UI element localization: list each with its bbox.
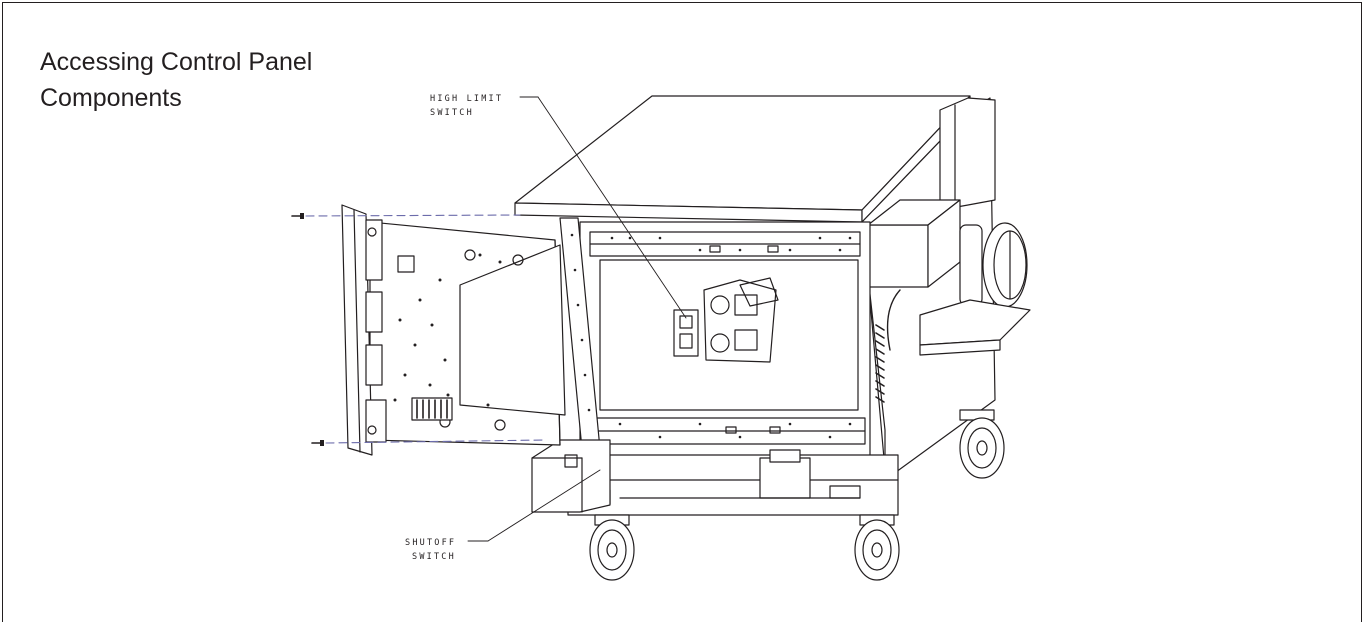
- shutoff-switch: [531, 439, 611, 513]
- caster-front-left: [589, 514, 635, 581]
- caster-front-right: [854, 514, 900, 581]
- alignment-lines: [305, 214, 546, 444]
- control-panel-face: [341, 204, 387, 456]
- switch-bracket: [703, 277, 779, 363]
- caster-rear-right: [959, 409, 1005, 479]
- callout-leaders: [467, 96, 687, 542]
- high-limit-switch: [673, 309, 699, 357]
- figure-title-line-2: Components: [40, 84, 182, 112]
- screw-bottom: [311, 440, 324, 446]
- callout-shutoff-line-1: SHUTOFF: [405, 538, 456, 548]
- callout-shutoff-line-2: SWITCH: [412, 552, 456, 562]
- callout-high-limit-line-1: HIGH LIMIT: [430, 94, 503, 104]
- cabinet-base: [567, 449, 899, 516]
- figure-title: Accessing Control Panel Components: [40, 44, 312, 116]
- control-panel-tray: [369, 221, 566, 446]
- screw-top: [291, 213, 304, 219]
- cabinet-right-side: [861, 97, 996, 481]
- figure-title-line-1: Accessing Control Panel: [40, 48, 313, 76]
- callout-high-limit-line-2: SWITCH: [430, 108, 474, 118]
- blower-assembly: [867, 199, 1031, 356]
